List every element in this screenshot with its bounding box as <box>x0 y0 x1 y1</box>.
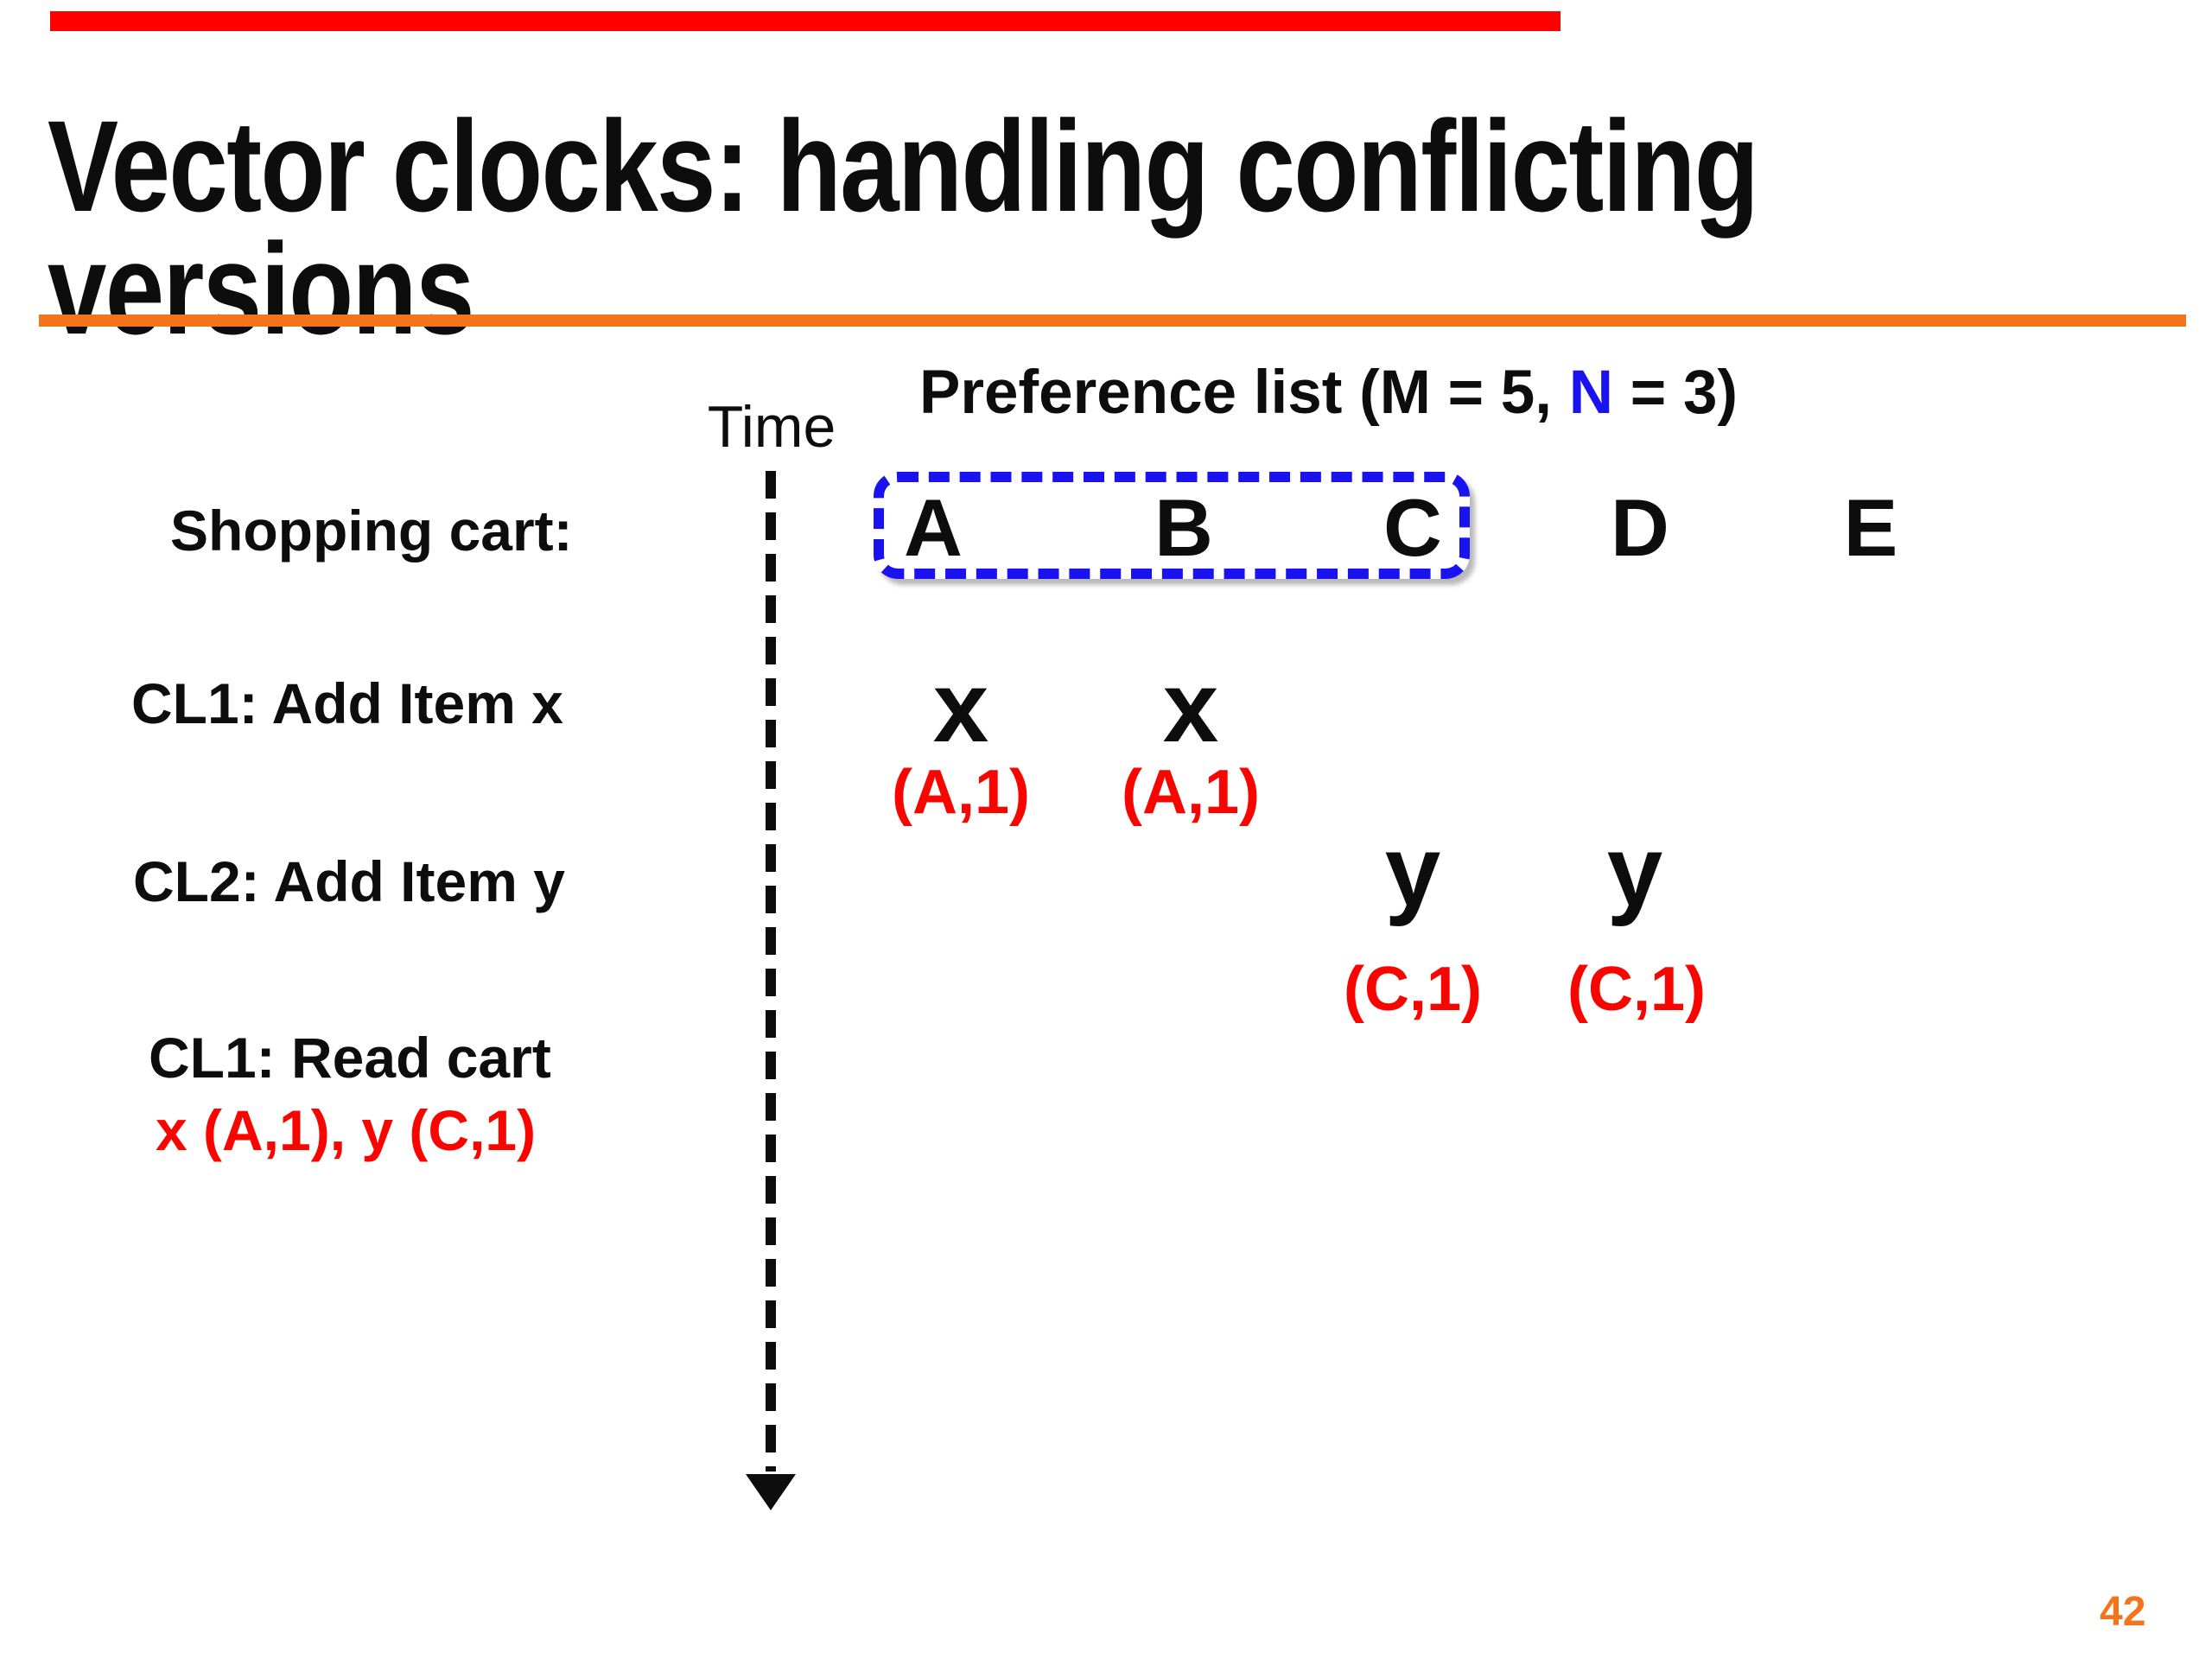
slide-page-number: 42 <box>2100 1589 2146 1635</box>
preference-list-header-suffix: = 3) <box>1613 359 1738 427</box>
row-label-cl1-read-cart: CL1: Read cart <box>149 1026 551 1090</box>
vector-clock-tag-c1-node-d: (C,1) <box>1567 955 1706 1024</box>
video-progress-bar <box>50 11 1560 31</box>
item-marker-x-node-b: x <box>1162 651 1219 763</box>
preference-list-n-value: N <box>1568 359 1614 427</box>
node-label-d: D <box>1611 482 1669 573</box>
slide-title-line2: versions <box>48 216 474 361</box>
item-marker-y-node-d: y <box>1606 815 1663 927</box>
vector-clock-tag-c1-node-c: (C,1) <box>1344 955 1482 1024</box>
replica-group-dashed-box <box>874 472 1470 579</box>
time-axis-arrowhead-icon <box>746 1474 796 1510</box>
row-label-cl1-add-item-x: CL1: Add Item x <box>131 671 563 735</box>
item-marker-x-node-a: x <box>932 651 989 763</box>
row-label-cl2-add-item-y: CL2: Add Item y <box>133 849 565 913</box>
node-label-e: E <box>1843 482 1898 573</box>
time-axis-dashed-line <box>766 471 776 1471</box>
slide-title-line1: Vector clocks: handling conflicting <box>48 92 1759 238</box>
time-axis-label: Time <box>707 394 836 460</box>
node-label-c: C <box>1383 482 1442 573</box>
vector-clock-tag-a1-node-a: (A,1) <box>892 758 1030 827</box>
preference-list-header-prefix: Preference list (M = 5, <box>919 359 1569 427</box>
node-label-b: B <box>1154 482 1213 573</box>
read-cart-result: x (A,1), y (C,1) <box>156 1098 537 1162</box>
item-marker-y-node-c: y <box>1384 815 1441 927</box>
node-label-a: A <box>904 482 963 573</box>
title-underline-rule <box>39 315 2186 327</box>
vector-clock-tag-a1-node-b: (A,1) <box>1122 758 1260 827</box>
preference-list-header: Preference list (M = 5, N = 3) <box>919 358 1738 428</box>
row-label-shopping-cart: Shopping cart: <box>170 499 573 563</box>
